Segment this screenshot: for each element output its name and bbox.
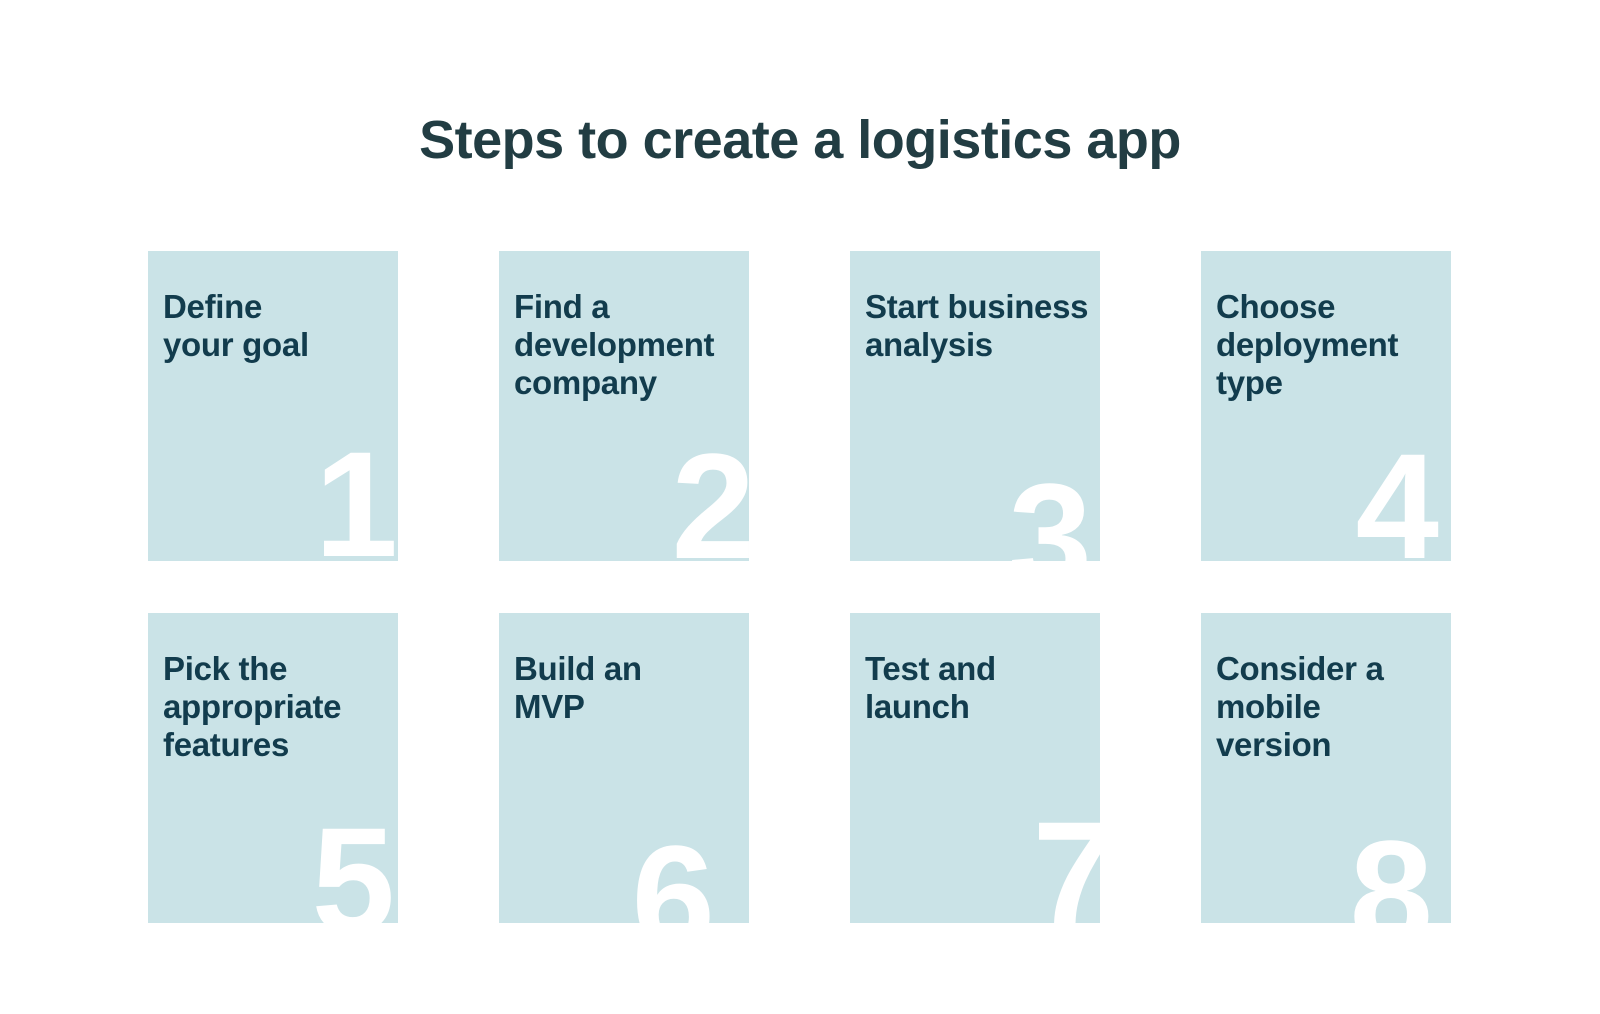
step-number: 4 <box>1355 422 1439 561</box>
step-card-6: Build an MVP 6 <box>499 613 749 923</box>
step-card-1: Define your goal 1 <box>148 251 398 561</box>
step-title: Define your goal <box>163 288 309 363</box>
step-card-3: Start business analysis 3 <box>850 251 1100 561</box>
step-card-7: Test and launch 7 <box>850 613 1100 923</box>
infographic-title: Steps to create a logistics app <box>419 110 1181 170</box>
step-title: Build an MVP <box>514 650 642 725</box>
step-number: 3 <box>1008 452 1092 561</box>
step-number: 1 <box>314 420 398 561</box>
step-number: 5 <box>311 796 395 923</box>
step-number: 2 <box>671 422 749 561</box>
step-title: Consider a mobile version <box>1216 650 1384 763</box>
step-number: 7 <box>1032 790 1100 923</box>
step-title: Start business analysis <box>865 288 1089 363</box>
step-title: Find a development company <box>514 288 715 401</box>
step-title: Test and launch <box>865 650 996 725</box>
step-title: Choose deployment type <box>1216 288 1399 401</box>
step-number: 8 <box>1349 809 1433 923</box>
step-card-5: Pick the appropriate features 5 <box>148 613 398 923</box>
step-number: 6 <box>631 814 715 923</box>
step-card-4: Choose deployment type 4 <box>1201 251 1451 561</box>
step-card-2: Find a development company 2 <box>499 251 749 561</box>
step-title: Pick the appropriate features <box>163 650 342 763</box>
steps-grid: Define your goal 1 Find a development co… <box>148 251 1451 923</box>
step-card-8: Consider a mobile version 8 <box>1201 613 1451 923</box>
